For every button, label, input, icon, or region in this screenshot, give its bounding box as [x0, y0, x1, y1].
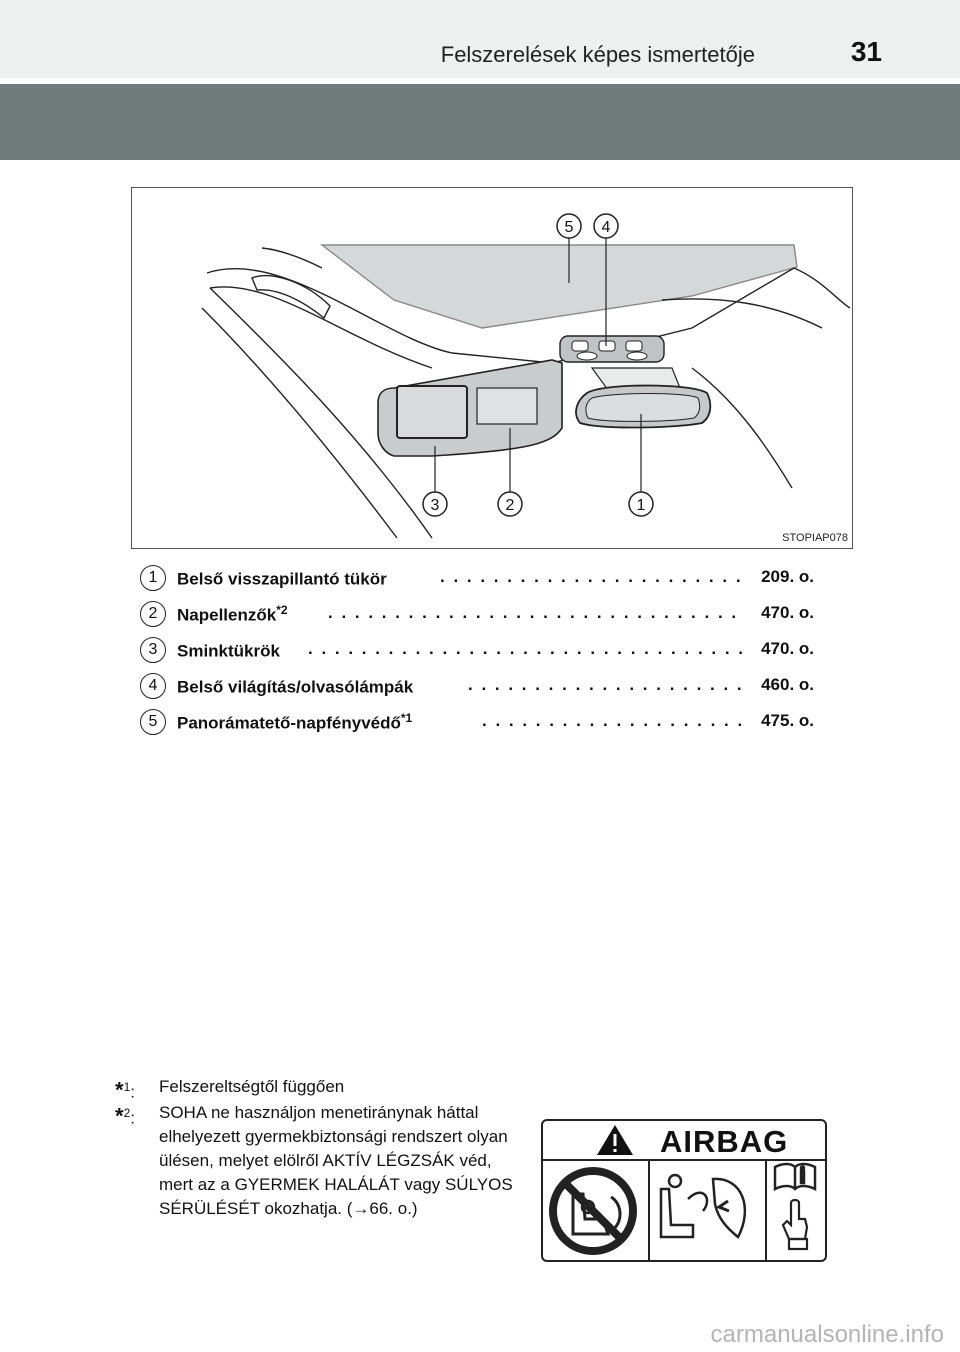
item-label: Sminktükrök [177, 641, 280, 661]
warning-triangle-icon [597, 1125, 633, 1155]
item-label: Belső visszapillantó tükör [177, 569, 387, 589]
page-number: 31 [850, 36, 882, 67]
figure-code: STOPIAP078 [782, 532, 848, 544]
leader-dots: . . . . . . . . . . . . . . . . . . . . … [440, 567, 742, 586]
footnotes: *1: Felszereltségtől függően *2: SOHA ne… [115, 1075, 515, 1221]
page-reference: 460. o. [761, 675, 814, 694]
parts-legend: 1 Belső visszapillantó tükör . . . . . .… [140, 563, 820, 743]
airbag-warning-label: AIRBAG [541, 1119, 827, 1262]
item-number: 5 [140, 709, 166, 735]
footnote-1: *1: Felszereltségtől függően [115, 1075, 515, 1102]
leader-dots: . . . . . . . . . . . . . . . . . . . . … [482, 711, 742, 730]
legend-item: 2 Napellenzők*2 . . . . . . . . . . . . … [140, 599, 820, 635]
legend-item: 4 Belső világítás/olvasólámpák . . . . .… [140, 671, 820, 707]
footnote-text: SOHA ne használjon menetiránynak háttal … [159, 1103, 513, 1218]
footnote-text: Felszereltségtől függően [159, 1077, 345, 1096]
grab-handle [251, 274, 331, 320]
item-number: 4 [140, 673, 166, 699]
leader-dots: . . . . . . . . . . . . . . . . . . . . … [328, 603, 742, 622]
item-label: Napellenzők*2 [177, 603, 288, 625]
sunroof-shade [319, 244, 798, 329]
callout-5-label: 5 [565, 219, 574, 236]
pointing-hand-icon [781, 1198, 809, 1251]
section-title: Felszerelések képes ismertetője [440, 42, 755, 67]
airbag-deploy-icon [659, 1173, 747, 1239]
read-manual-icon [773, 1162, 817, 1192]
watermark: carmanualsonline.info [710, 1321, 944, 1348]
callout-5 [556, 213, 582, 239]
item-number: 2 [140, 601, 166, 627]
footnote-marker: *1: [115, 1077, 135, 1103]
page-reference: 475. o. [761, 711, 814, 730]
footnote-2: *2: SOHA ne használjon menetiránynak hát… [115, 1101, 515, 1221]
callout-4-label: 4 [602, 219, 611, 236]
airbag-word: AIRBAG [660, 1124, 789, 1159]
callout-2-label: 2 [506, 497, 515, 514]
interior-illustration: 5 4 3 2 1 STOPIAP078 [131, 187, 853, 549]
header-strip [0, 0, 960, 78]
callout-4 [593, 213, 619, 239]
legend-item: 5 Panorámatető-napfényvédő*1 . . . . . .… [140, 707, 820, 743]
ceiling-drawing: 5 4 3 2 1 [201, 213, 851, 539]
callout-1-label: 1 [637, 497, 646, 514]
page-reference: 209. o. [761, 567, 814, 586]
no-child-seat-icon [549, 1167, 637, 1255]
leader-dots: . . . . . . . . . . . . . . . . . . . . … [468, 675, 742, 694]
legend-item: 1 Belső visszapillantó tükör . . . . . .… [140, 563, 820, 599]
item-number: 3 [140, 637, 166, 663]
callout-3-label: 3 [431, 497, 440, 514]
leader-dots: . . . . . . . . . . . . . . . . . . . . … [308, 639, 742, 658]
callout-3 [422, 491, 448, 517]
footnote-marker: *2: [115, 1103, 135, 1129]
callout-1 [628, 491, 654, 517]
a-pillar [209, 287, 433, 539]
page-reference: 470. o. [761, 603, 814, 622]
legend-item: 3 Sminktükrök . . . . . . . . . . . . . … [140, 635, 820, 671]
vanity-mirror [396, 385, 468, 439]
item-label: Belső világítás/olvasólámpák [177, 677, 414, 697]
airbag-header: AIRBAG [543, 1121, 825, 1161]
airbag-pictograms [549, 1159, 817, 1260]
item-label: Panorámatető-napfényvédő*1 [177, 711, 413, 733]
callout-2 [497, 491, 523, 517]
item-number: 1 [140, 565, 166, 591]
page-reference: 470. o. [761, 639, 814, 658]
headliner-left [206, 267, 795, 364]
header-band [0, 84, 960, 160]
